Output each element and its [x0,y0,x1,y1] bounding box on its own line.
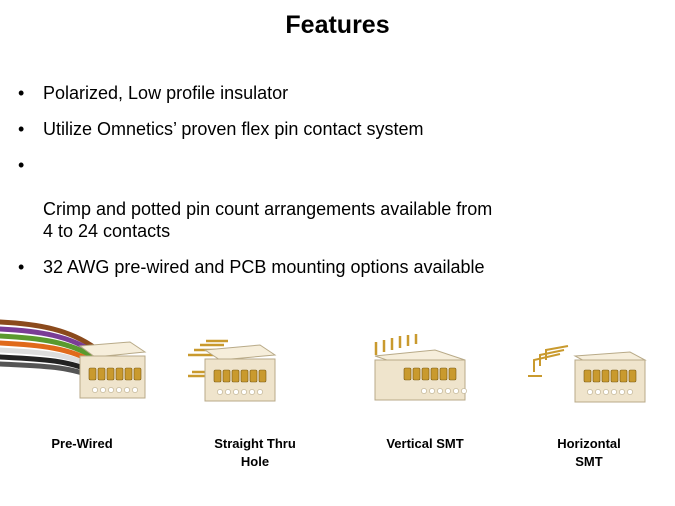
feature-text: Utilize Omnetics’ proven flex pin contac… [43,119,424,139]
caption-line: Pre-Wired [51,436,113,451]
bullet-marker: • [18,257,25,277]
feature-text: Polarized, Low profile insulator [43,83,289,103]
product-caption: Straight Thru Hole [200,435,310,471]
caption-line: SMT [575,454,603,469]
feature-item: • 32 AWG pre-wired and PCB mounting opti… [18,256,658,278]
caption-line: Horizontal [557,436,621,451]
horizontal-smt-connector-image [520,300,675,420]
caption-line: Straight Thru [214,436,296,451]
feature-text: 32 AWG pre-wired and PCB mounting option… [43,257,485,277]
pre-wired-connector-image [0,300,160,420]
feature-item: • Utilize Omnetics’ proven flex pin cont… [18,118,658,140]
product-caption: Pre-Wired [27,435,137,453]
feature-item: • Polarized, Low profile insulator [18,82,658,104]
bullet-marker: • [18,155,25,175]
feature-text: Crimp and potted pin count arrangements … [43,199,493,241]
bullet-marker: • [18,83,25,103]
caption-line: Hole [240,454,270,469]
product-caption: Horizontal SMT [534,435,644,471]
feature-item: • Crimp and potted pin count arrangement… [18,154,658,242]
caption-line: Vertical SMT [386,436,464,451]
slide-title: Features [285,11,390,39]
straight-thru-hole-connector-image [180,300,340,420]
feature-list: • Polarized, Low profile insulator • Uti… [18,82,658,292]
bullet-marker: • [18,119,25,139]
product-caption: Vertical SMT [370,435,480,453]
vertical-smt-connector-image [360,300,520,420]
